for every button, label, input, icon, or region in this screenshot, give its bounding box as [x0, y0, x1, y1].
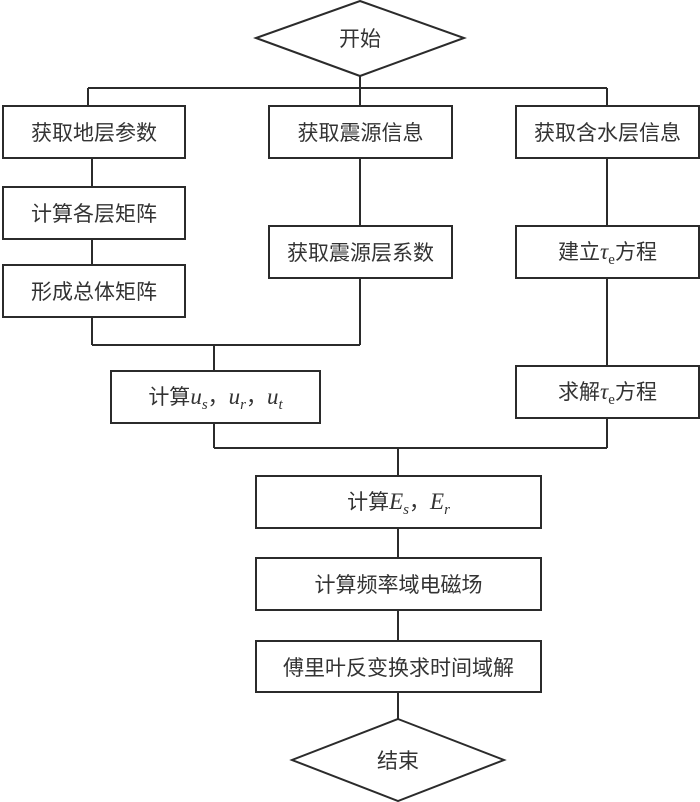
box-form-global-matrix: 形成总体矩阵 — [2, 264, 186, 318]
label-prefix: 计算 — [347, 489, 390, 514]
box-compute-E: 计算Es，Er — [255, 475, 542, 529]
end-label: 结束 — [377, 749, 419, 773]
box-build-tau-equation: 建立τe方程 — [515, 225, 700, 279]
u-subscript-r: r — [240, 396, 246, 413]
box-label: 获取地层参数 — [31, 121, 157, 145]
box-compute-layer-matrix: 计算各层矩阵 — [2, 186, 186, 240]
u-symbol: u — [190, 383, 202, 409]
u-subscript-s: s — [201, 396, 208, 413]
box-label: 获取含水层信息 — [534, 121, 681, 145]
separator: ， — [207, 384, 229, 409]
tau-symbol: τ — [600, 238, 609, 264]
label-prefix: 计算 — [148, 384, 191, 409]
box-label: 建立τe方程 — [558, 236, 657, 269]
separator: ， — [246, 384, 267, 409]
box-get-source-layer-coeff: 获取震源层系数 — [268, 225, 453, 279]
box-label: 求解τe方程 — [558, 376, 657, 409]
u-symbol: u — [228, 383, 241, 409]
box-get-aquifer-info: 获取含水层信息 — [515, 105, 700, 159]
box-compute-u: 计算us，ur，ut — [110, 370, 321, 424]
box-compute-freq-field: 计算频率域电磁场 — [255, 557, 542, 611]
box-get-strata-params: 获取地层参数 — [2, 105, 186, 159]
box-label: 计算us，ur，ut — [148, 381, 282, 414]
box-label: 计算各层矩阵 — [31, 202, 157, 226]
E-subscript-r: r — [444, 501, 450, 518]
label-suffix: 方程 — [614, 239, 657, 264]
u-symbol: u — [267, 383, 279, 409]
box-label: 形成总体矩阵 — [31, 280, 157, 304]
box-label: 计算频率域电磁场 — [314, 573, 483, 597]
tau-subscript: e — [608, 251, 615, 268]
u-subscript-t: t — [278, 396, 283, 413]
label-prefix: 建立 — [558, 239, 601, 264]
box-label: 获取震源层系数 — [287, 241, 434, 265]
label-prefix: 求解 — [558, 379, 601, 404]
box-inverse-fourier: 傅里叶反变换求时间域解 — [255, 640, 542, 693]
start-label: 开始 — [339, 27, 381, 51]
tau-symbol: τ — [600, 378, 609, 404]
tau-subscript: e — [608, 391, 615, 408]
box-get-source-info: 获取震源信息 — [268, 105, 453, 159]
box-label: 获取震源信息 — [297, 121, 424, 145]
end-diamond — [289, 717, 507, 802]
separator: ， — [409, 489, 430, 514]
box-label: 傅里叶反变换求时间域解 — [283, 655, 514, 680]
E-subscript-s: s — [403, 501, 409, 518]
label-suffix: 方程 — [614, 379, 657, 404]
box-label: 计算Es，Er — [347, 486, 450, 519]
box-solve-tau-equation: 求解τe方程 — [515, 365, 700, 419]
E-symbol: E — [389, 488, 404, 514]
E-symbol: E — [430, 488, 445, 514]
